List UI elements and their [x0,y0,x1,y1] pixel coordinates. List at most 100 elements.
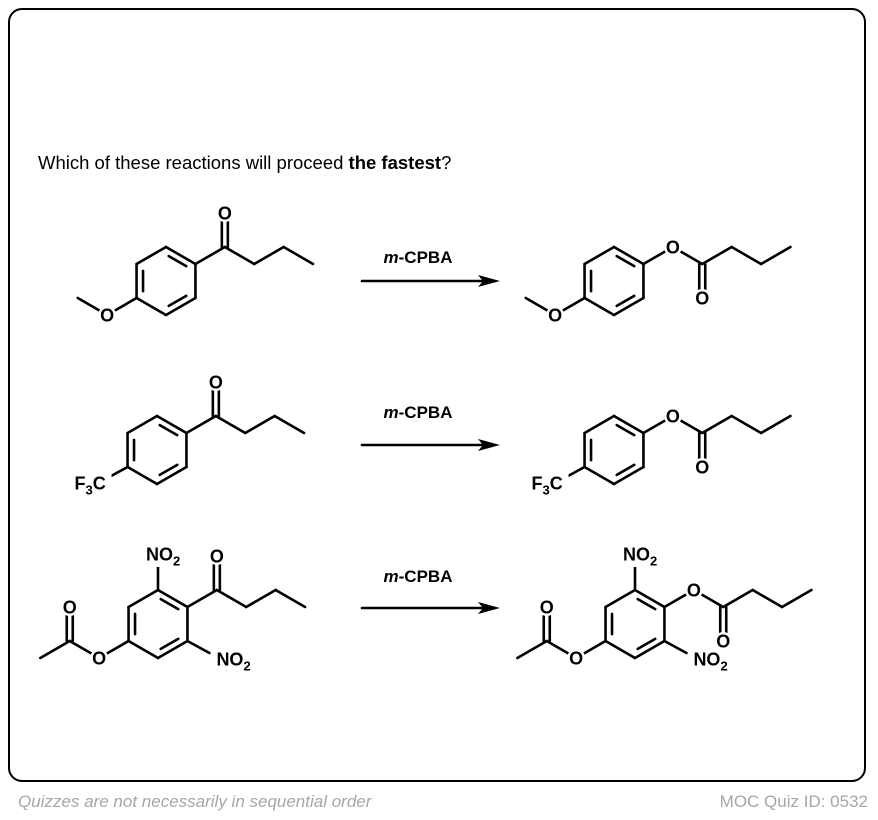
ring-bond [612,414,645,435]
bond [185,414,218,435]
label-mask [537,598,556,616]
ring-bond [164,245,197,266]
ring-bond [604,639,637,660]
ring-bond [633,588,666,609]
trifluoromethyl-label: F3C [532,474,563,498]
label-mask [663,238,682,256]
oxygen-atom-label: O [100,306,114,326]
nitro-group-label: NO2 [216,650,250,674]
label-mask [692,648,727,672]
aromatic-inner-bond [158,423,179,437]
ring-bond [612,296,645,317]
bond [700,414,733,435]
question-prefix: Which of these reactions will proceed [38,152,349,173]
nitro-group-label: NO2 [146,545,180,569]
bond [214,414,247,435]
label-mask [215,648,250,672]
label-mask [215,204,234,222]
ring-bond [583,465,616,486]
label-mask [60,598,79,616]
ring-bond [155,465,188,486]
product-2: O O F3C [530,407,792,498]
label-mask [714,632,733,650]
ring-bond [155,414,188,435]
bond [759,245,792,266]
arrowhead-icon [478,275,500,287]
reagent-prefix: m [383,248,399,267]
label-mask [145,543,179,567]
aromatic-inner-bond [615,463,636,477]
aromatic-inner-bond [615,254,636,268]
label-mask [546,306,565,324]
bond [721,588,754,609]
label-mask [693,289,712,307]
label-mask [530,472,569,498]
oxygen-atom-label: O [548,306,562,326]
aromatic-inner-bond [636,637,657,651]
reaction-arrow-2 [360,439,500,451]
ring-bond [126,414,159,435]
bond [186,639,211,655]
reagent-name: -CPBA [398,248,453,267]
ring-bond [583,245,616,266]
bond [244,588,277,609]
reaction-arrow-1 [360,275,500,287]
label-mask [663,407,682,425]
oxygen-atom-label: O [666,407,680,427]
bond [282,245,315,266]
bond [730,245,763,266]
oxygen-atom-label: O [569,649,583,669]
label-mask [684,581,703,599]
ring-bond [583,296,616,317]
reagent-label-2: m-CPBA [348,403,488,423]
label-mask [207,547,226,565]
oxygen-atom-label: O [540,598,554,618]
oxygen-atom-label: O [695,289,709,309]
oxygen-atom-label: O [218,204,232,224]
label-mask [73,472,112,498]
bond [243,414,276,435]
trifluoromethyl-label: F3C [75,474,106,498]
ring-bond [127,588,160,609]
reactant-2: O F3C [73,373,306,498]
bond [730,414,763,435]
ring-bond [126,465,159,486]
nitro-group-label: NO2 [623,545,657,569]
ring-bond [583,414,616,435]
ring-bond [612,465,645,486]
question-emphasis: the fastest [348,152,442,173]
bond [759,414,792,435]
oxygen-atom-label: O [666,238,680,258]
ring-bond [156,588,189,609]
question-text: Which of these reactions will proceed th… [38,152,451,174]
oxygen-atom-label: O [695,458,709,478]
aromatic-inner-bond [167,294,188,308]
ring-bond [164,296,197,317]
aromatic-inner-bond [615,294,636,308]
label-mask [567,649,586,667]
oxygen-atom-label: O [209,373,223,393]
oxygen-atom-label: O [716,632,730,652]
quiz-id: MOC Quiz ID: 0532 [719,792,868,811]
reagent-prefix: m [383,403,399,422]
aromatic-inner-bond [159,597,180,611]
label-mask [206,373,225,391]
reactant-1: OO [76,204,315,326]
footer-note: Quizzes are not necessarily in sequentia… [18,792,372,811]
ring-bond [604,588,637,609]
quiz-card [8,8,866,782]
oxygen-atom-label: O [210,547,224,567]
ring-bond [135,296,168,317]
bond [274,588,307,609]
aromatic-inner-bond [636,597,657,611]
arrowhead-icon [478,602,500,614]
label-mask [622,543,656,567]
question-suffix: ? [441,152,452,173]
label-mask [693,458,712,476]
reagent-label-1: m-CPBA [348,248,488,268]
ring-bond [633,639,666,660]
bond [663,639,688,655]
nitro-group-label: NO2 [693,650,727,674]
